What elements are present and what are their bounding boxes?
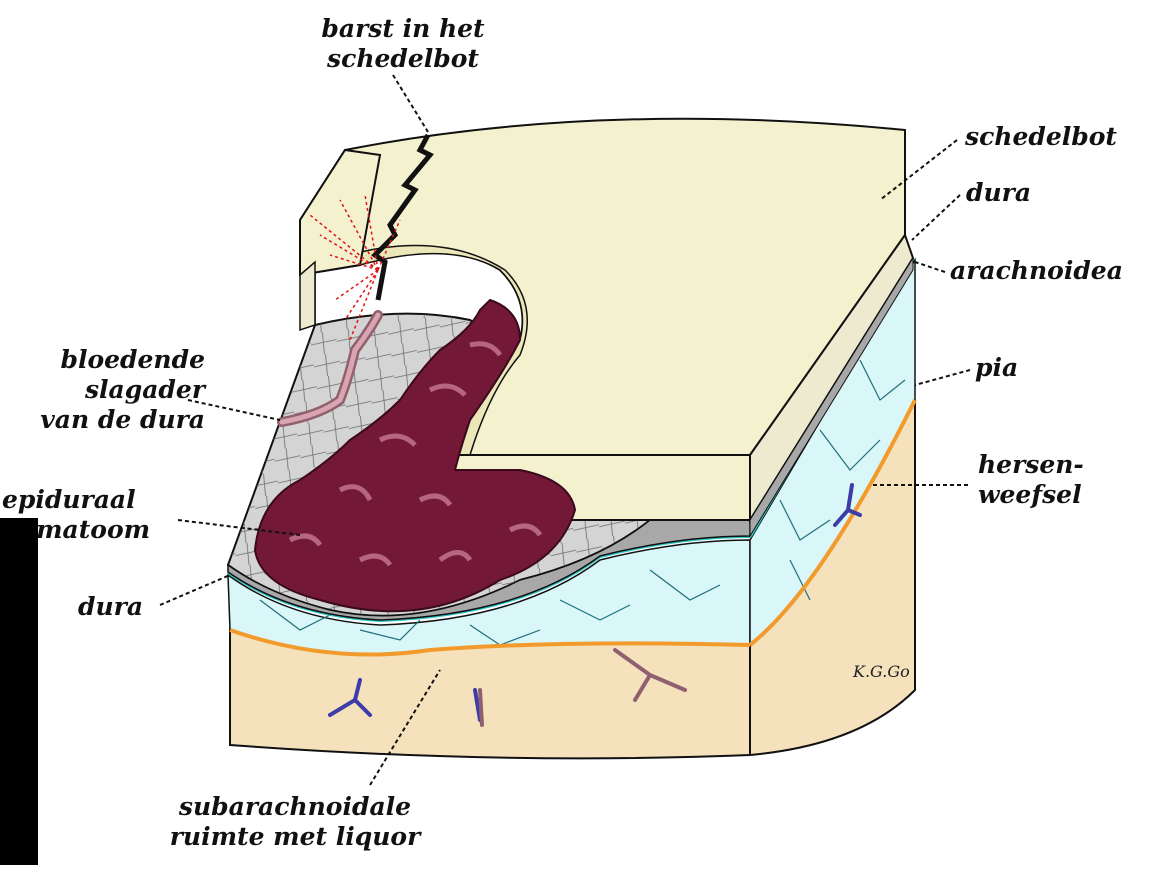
label-brain: hersen- weefsel (978, 450, 1084, 510)
label-dura-right: dura (966, 178, 1031, 208)
label-skull: schedelbot (965, 122, 1117, 152)
artist-signature: K.G.Go (853, 662, 910, 681)
label-bleeding-artery: bloedende slagader van de dura (5, 345, 205, 435)
label-arachnoid: arachnoidea (950, 256, 1123, 286)
label-fracture: barst in het schedelbot (298, 14, 508, 74)
black-occlusion-bar (0, 518, 38, 865)
label-subarachnoid: subarachnoidale ruimte met liquor (135, 792, 455, 852)
label-dura-left: dura (78, 592, 143, 622)
label-pia: pia (975, 353, 1018, 383)
